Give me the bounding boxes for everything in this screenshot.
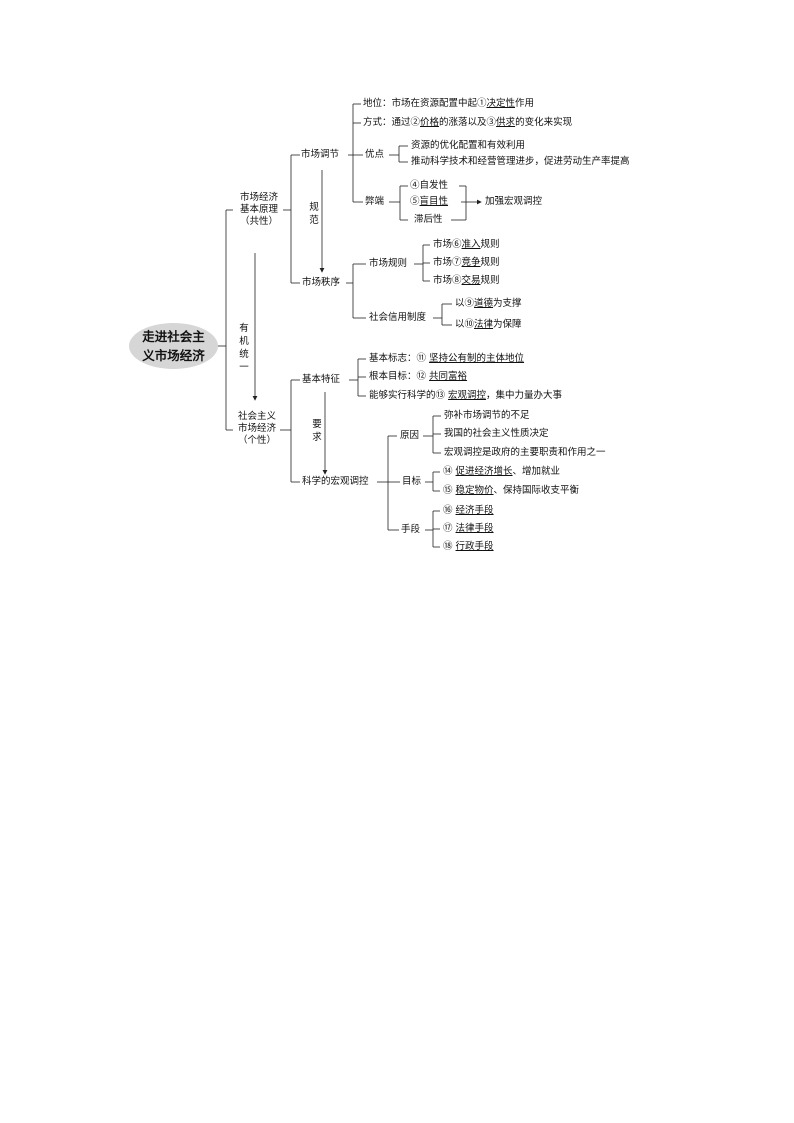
credit1-key: 道德: [474, 298, 494, 309]
feature1-key: 坚持公有制的主体地位: [429, 353, 525, 364]
market-economy-line2: 基本原理: [239, 204, 278, 215]
rule1-pre: 市场⑥: [433, 239, 462, 250]
feature1-pre: 基本标志：⑪: [369, 353, 430, 364]
market-method-line: 方式：通过②价格的涨落以及③供求的变化来实现: [363, 117, 572, 129]
credit-item-2: 以⑩法律为保障: [455, 319, 522, 331]
means-item-3: ⑱ 行政手段: [443, 541, 494, 553]
means-node: 手段: [401, 524, 421, 535]
rule-item-3: 市场⑧交易规则: [433, 275, 500, 287]
means2-pre: ⑰: [443, 523, 456, 534]
market-status-line: 地位：市场在资源配置中起①决定性作用: [363, 98, 534, 110]
credit1-pre: 以⑨: [455, 298, 475, 309]
regulate-label: 规范: [309, 202, 319, 226]
rule3-suf: 规则: [480, 275, 500, 286]
merit-item-2: 推动科学技术和经营管理进步，促进劳动生产率提高: [411, 156, 630, 167]
flaw-item-1: ④自发性: [410, 180, 449, 191]
goal1-suf: 、增加就业: [512, 466, 561, 477]
method-key1: 价格: [420, 117, 440, 128]
root-node: [129, 323, 218, 369]
goals-node: 目标: [402, 476, 422, 487]
means2-key: 法律手段: [455, 523, 494, 534]
rule-item-1: 市场⑥准入规则: [433, 239, 500, 251]
flaw2-num: ⑤: [410, 196, 420, 207]
method-mid: 的涨落以及③: [439, 117, 497, 128]
reason-item-3: 宏观调控是政府的主要职责和作用之一: [444, 447, 606, 458]
merits-node: 优点: [365, 149, 385, 160]
goal2-key: 稳定物价: [455, 485, 494, 496]
means1-pre: ⑯: [443, 505, 456, 516]
means-item-1: ⑯ 经济手段: [443, 505, 494, 517]
rule3-key: 交易: [461, 275, 481, 286]
merit-item-1: 资源的优化配置和有效利用: [411, 140, 526, 151]
feature3-key: 宏观调控: [448, 390, 487, 401]
socialist-economy-line2: 市场经济: [237, 423, 276, 434]
goal2-suf: 、保持国际收支平衡: [493, 485, 580, 496]
means3-key: 行政手段: [455, 541, 494, 552]
status-suffix: 作用: [515, 98, 535, 109]
rule2-suf: 规则: [480, 257, 500, 268]
reasons-node: 原因: [400, 430, 420, 441]
goal1-pre: ⑭: [443, 466, 456, 477]
flaws-node: 弊端: [365, 196, 385, 207]
flaws-result: 加强宏观调控: [485, 196, 543, 207]
rule1-suf: 规则: [480, 239, 500, 250]
root-title-line1: 走进社会主: [142, 329, 205, 344]
credit2-suf: 为保障: [493, 319, 522, 330]
root-title-line2: 义市场经济: [142, 348, 205, 363]
rule1-key: 准入: [461, 239, 481, 250]
means3-pre: ⑱: [443, 541, 456, 552]
feature-item-3: 能够实行科学的⑬ 宏观调控，集中力量办大事: [369, 390, 562, 402]
flaw2-key: 盲目性: [419, 196, 449, 207]
reason-item-2: 我国的社会主义性质决定: [444, 428, 549, 439]
rule2-pre: 市场⑦: [433, 257, 462, 268]
goal2-pre: ⑮: [443, 485, 456, 496]
flaw-item-2: ⑤盲目性: [410, 196, 448, 208]
method-suffix: 的变化来实现: [515, 117, 573, 128]
credit-item-1: 以⑨道德为支撑: [455, 298, 522, 310]
socialist-economy-line3: （个性）: [237, 435, 276, 446]
feature2-pre: 根本目标：⑫: [369, 371, 430, 382]
credit-system-node: 社会信用制度: [369, 312, 427, 323]
feature3-pre: 能够实行科学的⑬: [369, 390, 449, 401]
market-economy-line1: 市场经济: [239, 192, 278, 203]
method-prefix: 方式：通过②: [363, 117, 421, 128]
reason-item-1: 弥补市场调节的不足: [444, 410, 530, 421]
feature-item-1: 基本标志：⑪ 坚持公有制的主体地位: [369, 353, 524, 365]
organic-unity-label: 有机统一: [239, 323, 249, 373]
feature3-suf: ，集中力量办大事: [486, 390, 563, 401]
goal-item-2: ⑮ 稳定物价、保持国际收支平衡: [443, 485, 579, 497]
credit1-suf: 为支撑: [493, 298, 522, 309]
method-key2: 供求: [496, 117, 516, 128]
market-rules-node: 市场规则: [369, 258, 408, 269]
credit2-key: 法律: [474, 319, 494, 330]
socialist-economy-line1: 社会主义: [237, 411, 276, 422]
market-order-node: 市场秩序: [302, 277, 341, 288]
macro-control-node: 科学的宏观调控: [302, 476, 369, 487]
basic-features-node: 基本特征: [302, 374, 341, 385]
rule3-pre: 市场⑧: [433, 275, 462, 286]
credit2-pre: 以⑩: [455, 319, 475, 330]
market-economy-line3: （共性）: [239, 216, 278, 227]
socialist-market-economy-node: 社会主义 市场经济 （个性）: [233, 411, 281, 447]
feature2-key: 共同富裕: [429, 371, 468, 382]
market-economy-node: 市场经济 基本原理 （共性）: [235, 192, 283, 228]
feature-item-2: 根本目标：⑫ 共同富裕: [369, 371, 467, 383]
market-regulation-node: 市场调节: [301, 149, 340, 160]
goal1-key: 促进经济增长: [455, 466, 513, 477]
means-item-2: ⑰ 法律手段: [443, 523, 494, 535]
require-label: 要求: [312, 419, 322, 443]
flaw-item-3: 滞后性: [414, 214, 443, 225]
status-prefix: 地位：市场在资源配置中起①: [363, 98, 487, 109]
goal-item-1: ⑭ 促进经济增长、增加就业: [443, 466, 560, 478]
means1-key: 经济手段: [455, 505, 494, 516]
rule2-key: 竞争: [461, 257, 481, 268]
root-title: 走进社会主 义市场经济: [129, 327, 218, 365]
status-key: 决定性: [486, 98, 516, 109]
rule-item-2: 市场⑦竞争规则: [433, 257, 500, 269]
